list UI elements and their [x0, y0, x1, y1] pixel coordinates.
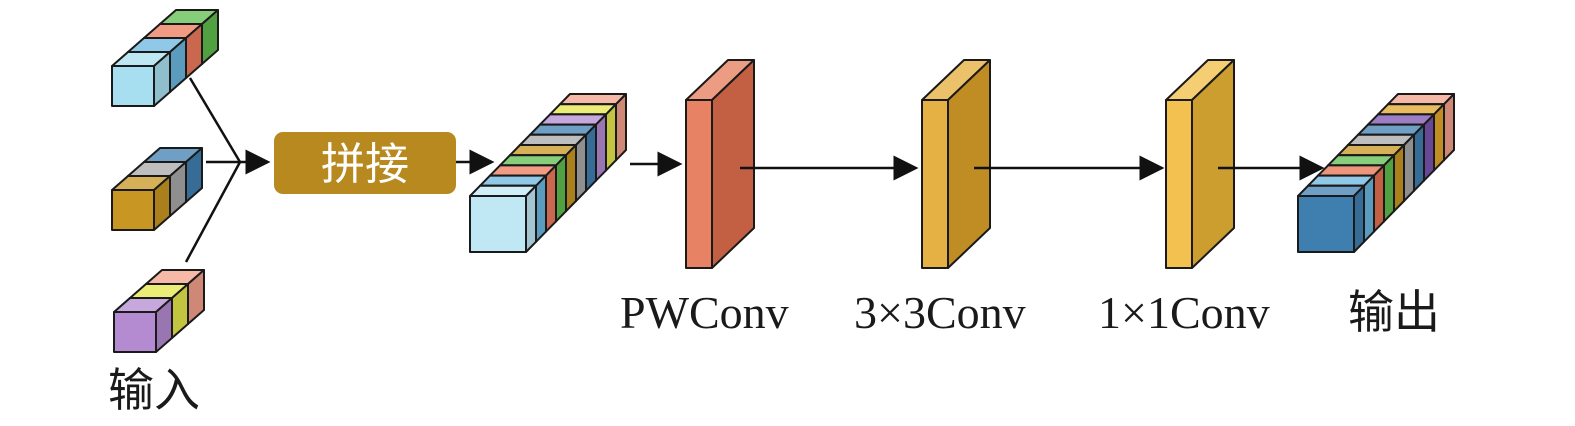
merge-line-bottom: [184, 161, 242, 263]
concat-slice-3-side: [555, 154, 567, 223]
conv1-label: 1×1Conv: [1098, 287, 1270, 338]
merge-lines: [184, 77, 271, 263]
conv1x1-block: [1165, 59, 1235, 269]
concat-slice-0-front: [469, 195, 527, 253]
pwconv-front: [685, 99, 713, 269]
output-slice-4-side: [1393, 144, 1405, 213]
output-slice-7-side: [1423, 113, 1435, 182]
input-feature-middle: [111, 147, 203, 231]
concat-button-bg: [274, 132, 456, 194]
merge-line-top: [188, 77, 242, 163]
input-feature-top: [111, 9, 219, 107]
conv3-front: [921, 99, 949, 269]
pwconv-label: PWConv: [620, 287, 789, 338]
input-bottom-slice-0-front: [113, 311, 157, 353]
conv3x3-block: [921, 59, 991, 269]
output-slice-8-side: [1433, 103, 1445, 172]
concat-slice-9-side: [615, 93, 627, 162]
output-feature: [1297, 93, 1455, 253]
output-slice-5-side: [1403, 133, 1415, 202]
conv3-label: 3×3Conv: [854, 287, 1026, 338]
output-slice-0-front: [1297, 195, 1355, 253]
conv1-front: [1165, 99, 1193, 269]
concat-slice-7-side: [595, 113, 607, 182]
input-top-slice-0-front: [111, 65, 155, 107]
output-slice-6-side: [1413, 123, 1425, 192]
concatenated-feature: [469, 93, 627, 253]
concat-slice-1-side: [535, 174, 547, 243]
output-slice-0-side: [1353, 184, 1365, 253]
concat-slice-0-side: [525, 184, 537, 253]
input-label: 输入: [108, 363, 200, 417]
input-feature-bottom: [113, 269, 205, 353]
concat-button[interactable]: 拼接: [274, 132, 456, 194]
concat-slice-2-side: [545, 164, 557, 233]
concat-slice-6-side: [585, 123, 597, 192]
concat-slice-8-side: [605, 103, 617, 172]
pwconv-block: [685, 59, 755, 269]
output-slice-3-side: [1383, 154, 1395, 223]
output-slice-2-side: [1373, 164, 1385, 233]
output-label: 输出: [1348, 285, 1440, 339]
output-slice-9-side: [1443, 93, 1455, 162]
concat-label: 拼接: [321, 139, 409, 190]
concat-slice-4-side: [565, 144, 577, 213]
concat-slice-5-side: [575, 133, 587, 202]
output-slice-1-side: [1363, 174, 1375, 243]
input-mid-slice-0-front: [111, 189, 155, 231]
